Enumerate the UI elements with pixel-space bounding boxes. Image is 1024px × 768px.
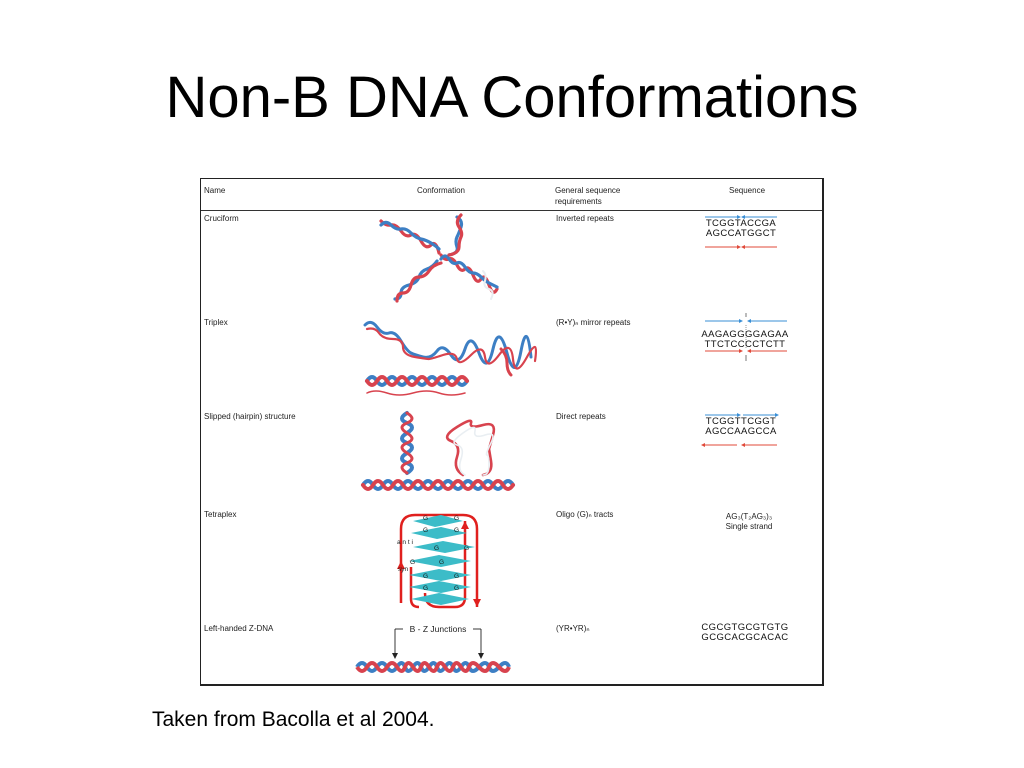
sequence-bottom: TTCTCCCCTCTT: [704, 339, 786, 350]
row-requirement: Oligo (G)ₙ tracts: [556, 510, 614, 519]
row-name: Left-handed Z-DNA: [204, 624, 274, 633]
anti-label: a n t i: [397, 539, 413, 546]
table-row-slipped-hairpin: Slipped (hairpin) structure Direct repea…: [201, 409, 822, 501]
g-label: G: [464, 545, 469, 552]
g-label: G: [434, 545, 439, 552]
sequence-top: TCGGTTCGGT: [705, 416, 777, 427]
non-b-dna-table-figure: Name Conformation General sequence requi…: [200, 178, 824, 686]
table-row-z-dna: Left-handed Z-DNA B - Z Junctions (YR•YR…: [201, 621, 822, 684]
row-name: Tetraplex: [204, 510, 237, 519]
triplex-diagram: [363, 320, 538, 396]
header-sequence: Sequence: [728, 186, 766, 195]
g-label: G: [423, 573, 428, 580]
sequence-bottom: GCGCACGCACAC: [701, 632, 789, 643]
cruciform-diagram: [379, 213, 499, 303]
header-requirements: General sequence requirements: [555, 185, 665, 207]
table-row-cruciform: Cruciform Inverted repeats TCGGTACCGA AG…: [201, 211, 822, 303]
g-label: G: [410, 559, 415, 566]
table-row-triplex: Triplex (R•Y)ₙ mirror repeats AAGAGGGGAG…: [201, 313, 822, 407]
row-requirement: (YR•YR)ₙ: [556, 624, 590, 633]
table-row-tetraplex: Tetraplex G G G G: [201, 507, 822, 617]
header-name: Name: [204, 186, 226, 195]
source-caption: Taken from Bacolla et al 2004.: [152, 708, 435, 731]
sequence-top: CGCGTGCGTGTG: [701, 622, 789, 633]
slipped-sequence-arrows: [701, 413, 779, 447]
sequence-top: AG₃(T₂AG₃)₃: [725, 512, 773, 521]
row-name: Slipped (hairpin) structure: [204, 412, 296, 421]
g-label: G: [439, 559, 444, 566]
g-label: G: [423, 585, 428, 592]
table-header: Name Conformation General sequence requi…: [201, 179, 822, 211]
g-label: G: [423, 527, 428, 534]
header-requirements-line1: General sequence: [555, 186, 621, 195]
slide-title: Non-B DNA Conformations: [165, 65, 859, 130]
tetraplex-diagram: G G G G G G G G G G G G a n t i syn: [397, 513, 481, 609]
row-name: Cruciform: [204, 214, 239, 223]
slipped-hairpin-diagram: [361, 411, 515, 491]
g-label: G: [454, 573, 459, 580]
sequence-bottom: AGCCAAGCCA: [705, 426, 777, 437]
g-label: G: [423, 515, 428, 522]
triplex-sequence-arrows: [705, 313, 787, 361]
sequence-bottom: AGCCATGGCT: [705, 228, 777, 239]
cruciform-sequence-arrows: [705, 215, 777, 249]
g-label: G: [454, 515, 459, 522]
row-requirement: (R•Y)ₙ mirror repeats: [556, 318, 631, 327]
sequence-top: AAGAGGGGAGAA: [701, 329, 789, 340]
row-name: Triplex: [204, 318, 228, 327]
bz-junctions-label: B - Z Junctions: [410, 624, 467, 634]
sequence-top: TCGGTACCGA: [705, 218, 777, 229]
z-dna-diagram: B - Z Junctions: [355, 624, 511, 673]
row-requirement: Direct repeats: [556, 412, 606, 421]
header-conformation: Conformation: [416, 186, 466, 195]
sequence-bottom: Single strand: [725, 522, 773, 531]
header-requirements-line2: requirements: [555, 197, 602, 206]
syn-label: syn: [398, 566, 409, 573]
g-label: G: [454, 527, 459, 534]
row-requirement: Inverted repeats: [556, 214, 614, 223]
g-label: G: [454, 585, 459, 592]
